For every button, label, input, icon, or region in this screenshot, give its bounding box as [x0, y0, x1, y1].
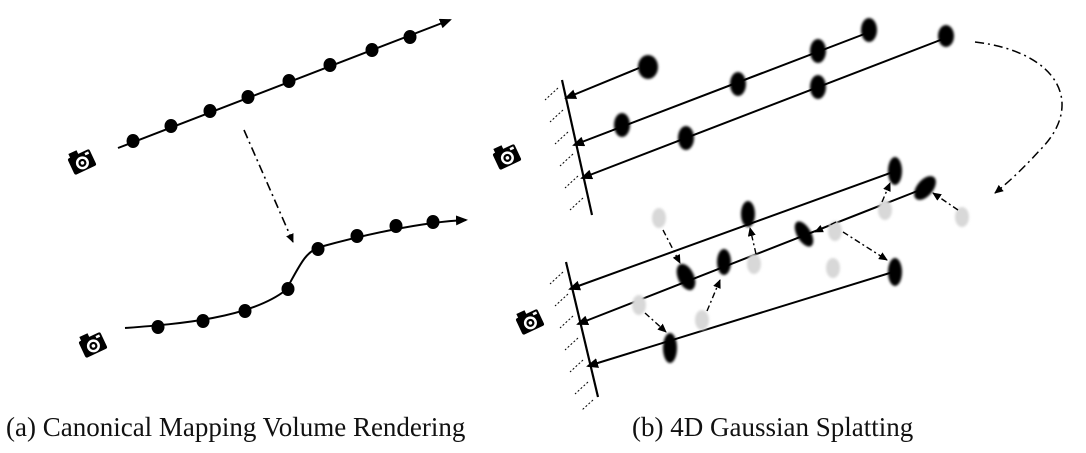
camera-icon: [76, 328, 108, 359]
image-plane-hatch-top: [544, 87, 584, 211]
camera-icon: [513, 305, 545, 336]
panel-a: [65, 18, 468, 359]
camera-icon: [65, 145, 97, 176]
gaussians-deformed: [663, 157, 936, 363]
gaussians-top: [614, 18, 954, 150]
panel-b: [490, 18, 1063, 411]
caption-a: (a) Canonical Mapping Volume Rendering: [6, 412, 466, 442]
ray-deformed: [124, 215, 468, 329]
deformation-arrow: [243, 129, 294, 243]
sample-points-deformed: [151, 215, 440, 334]
camera-icon: [490, 140, 522, 171]
image-plane-hatch-bottom: [549, 271, 594, 411]
sample-points-canonical: [126, 30, 417, 148]
time-transition-arrow: [974, 41, 1063, 194]
image-plane-bottom: [564, 261, 600, 398]
rays-bottom: [568, 171, 921, 368]
image-plane-top: [560, 79, 594, 216]
rays-top: [564, 32, 944, 180]
caption-b: (b) 4D Gaussian Splatting: [632, 412, 914, 442]
gaussians-ghost: [632, 200, 969, 330]
motion-arrows: [644, 182, 959, 333]
